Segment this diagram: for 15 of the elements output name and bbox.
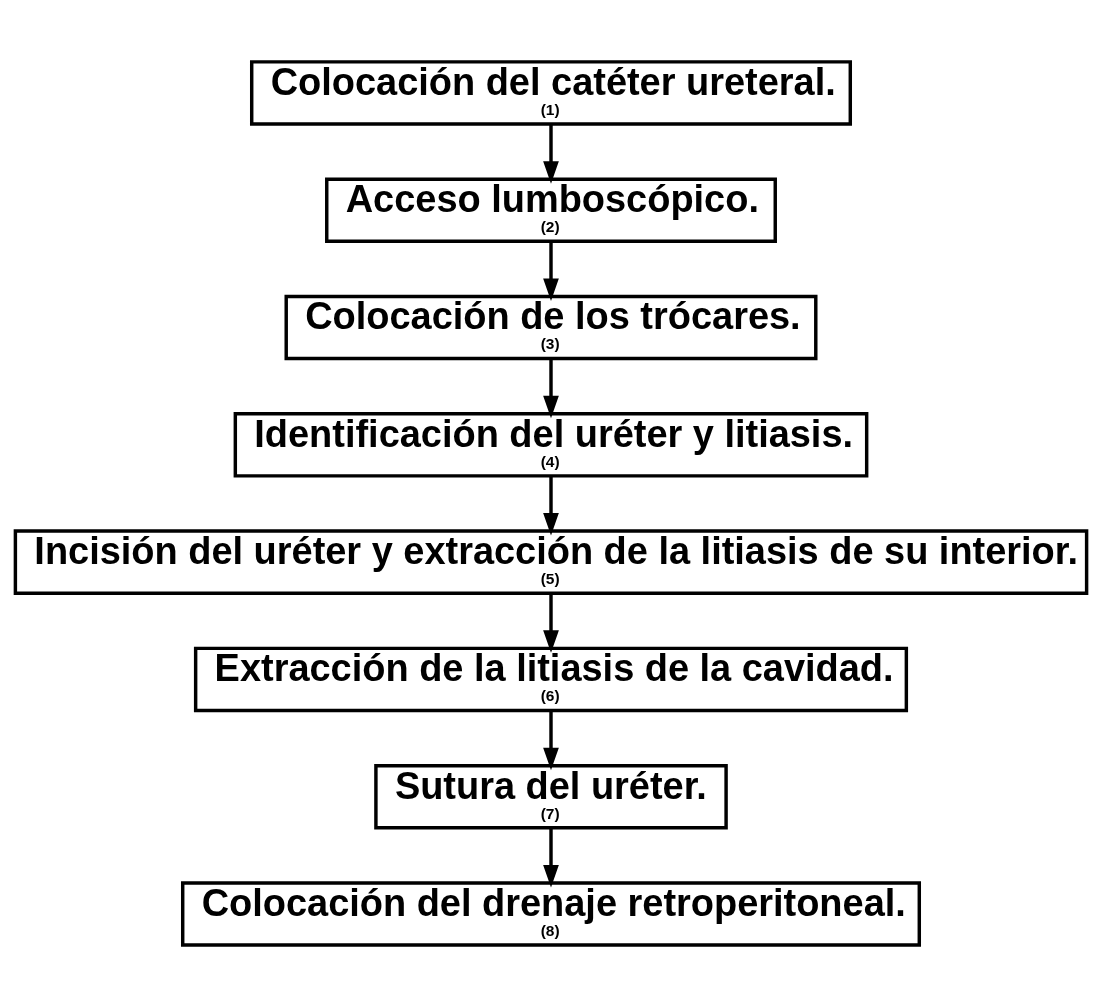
node-box: Colocación de los trócares. (3) — [284, 294, 818, 361]
arrow — [543, 476, 559, 536]
node-box: Colocación del drenaje retroperitoneal. (8) — [181, 881, 921, 947]
node-box: Identificación del uréter y litiasis. (4) — [233, 412, 869, 478]
arrow — [543, 124, 559, 184]
arrow — [543, 241, 559, 301]
arrow — [543, 828, 559, 888]
node-box: Sutura del uréter. (7) — [374, 763, 728, 830]
arrow — [543, 711, 559, 771]
node-box: Extracción de la litiasis de la cavidad. (6) — [193, 646, 909, 713]
node-box: Colocación del catéter ureteral. (1) — [250, 60, 852, 126]
node-box: Incisión del uréter y extracción de la litiasis de su interior. (5) — [13, 529, 1089, 595]
arrow — [543, 359, 559, 419]
arrow — [543, 593, 559, 653]
node-box: Acceso lumboscópico. (2) — [325, 177, 777, 244]
